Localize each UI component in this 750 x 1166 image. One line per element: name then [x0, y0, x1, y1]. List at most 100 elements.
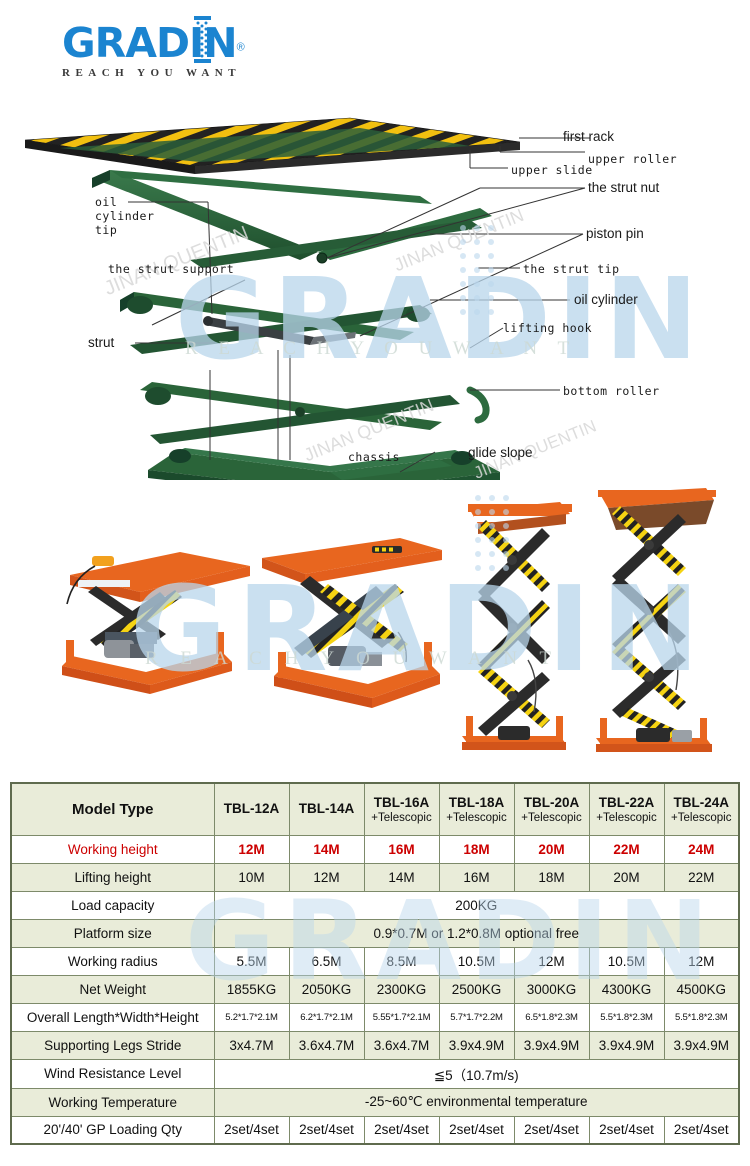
cell-lifting-height-2: 14M: [363, 862, 440, 892]
cell-net-weight-6: 4500KG: [663, 974, 740, 1004]
label-upper-slide: upper slide: [511, 163, 593, 177]
label-bottom-roller: bottom roller: [563, 384, 660, 398]
cell-working-radius-4: 12M: [513, 946, 590, 976]
cell-net-weight-4: 3000KG: [513, 974, 590, 1004]
label-the-strut-support: the strut support: [108, 262, 235, 276]
table-row: Platform size 0.9*0.7M or 1.2*0.8M optio…: [10, 918, 740, 948]
row-label-lifting-height: Lifting height: [10, 862, 215, 892]
row-label-working-temperature: Working Temperature: [10, 1087, 215, 1117]
header-model-0: TBL-12A: [213, 782, 290, 836]
cell-overall-dimensions-1: 6.2*1.7*2.1M: [288, 1002, 365, 1032]
cell-loading-qty-5: 2set/4set: [588, 1115, 665, 1145]
cell-net-weight-1: 2050KG: [288, 974, 365, 1004]
cell-working-radius-1: 6.5M: [288, 946, 365, 976]
model-suffix-4: +Telescopic: [521, 811, 582, 824]
row-label-working-height: Working height: [10, 834, 215, 864]
cell-lifting-height-5: 20M: [588, 862, 665, 892]
header-model-3: TBL-18A +Telescopic: [438, 782, 515, 836]
label-the-strut-tip: the strut tip: [523, 262, 620, 276]
model-name-0: TBL-12A: [223, 800, 280, 816]
table-row: Wind Resistance Level ≦5（10.7m/s): [10, 1058, 740, 1089]
label-piston-pin: piston pin: [586, 226, 644, 241]
cell-net-weight-0: 1855KG: [213, 974, 290, 1004]
cell-legs-stride-3: 3.9x4.9M: [438, 1030, 515, 1060]
cell-net-weight-2: 2300KG: [363, 974, 440, 1004]
header-model-6: TBL-24A +Telescopic: [663, 782, 740, 836]
photo-quad-scissor: [596, 488, 716, 752]
specification-table: Model Type TBL-12A TBL-14A TBL-16A +Tele…: [10, 782, 740, 1145]
cell-working-radius-0: 5.5M: [213, 946, 290, 976]
cell-working-height-3: 18M: [438, 834, 515, 864]
cell-legs-stride-6: 3.9x4.9M: [663, 1030, 740, 1060]
cell-working-height-0: 12M: [213, 834, 290, 864]
label-oil-cylinder-tip: oil cylinder tip: [95, 195, 154, 237]
row-label-net-weight: Net Weight: [10, 974, 215, 1004]
label-chassis: chassis: [348, 450, 400, 464]
cell-lifting-height-6: 22M: [663, 862, 740, 892]
model-suffix-2: +Telescopic: [371, 811, 432, 824]
cell-working-radius-6: 12M: [663, 946, 740, 976]
photo-triple-scissor: [462, 502, 572, 750]
cell-load-capacity-all: 200KG: [213, 890, 740, 920]
cell-working-height-1: 14M: [288, 834, 365, 864]
product-photo-row: GRADIN R E A C H Y O U W A N T: [0, 480, 750, 770]
cell-working-height-2: 16M: [363, 834, 440, 864]
cell-lifting-height-3: 16M: [438, 862, 515, 892]
cell-loading-qty-2: 2set/4set: [363, 1115, 440, 1145]
cell-loading-qty-4: 2set/4set: [513, 1115, 590, 1145]
cell-loading-qty-1: 2set/4set: [288, 1115, 365, 1145]
cell-lifting-height-0: 10M: [213, 862, 290, 892]
cell-legs-stride-0: 3x4.7M: [213, 1030, 290, 1060]
table-row: Load capacity 200KG: [10, 890, 740, 920]
logo-wordmark: GRADIN®: [62, 16, 312, 67]
model-name-5: TBL-22A: [598, 794, 655, 810]
cell-legs-stride-5: 3.9x4.9M: [588, 1030, 665, 1060]
label-oil-cylinder-tip-l2: cylinder: [95, 209, 155, 223]
cell-net-weight-5: 4300KG: [588, 974, 665, 1004]
cell-platform-size-all: 0.9*0.7M or 1.2*0.8M optional free: [213, 918, 740, 948]
row-label-working-radius: Working radius: [10, 946, 215, 976]
table-header-row: Model Type TBL-12A TBL-14A TBL-16A +Tele…: [10, 782, 740, 836]
model-name-6: TBL-24A: [673, 794, 729, 810]
model-suffix-6: +Telescopic: [671, 811, 732, 824]
row-label-overall-dimensions: Overall Length*Width*Height: [10, 1002, 215, 1032]
label-upper-roller: upper roller: [588, 152, 678, 166]
header-model-2: TBL-16A +Telescopic: [363, 782, 440, 836]
table-row: Working height 12M 14M 16M 18M 20M 22M 2…: [10, 834, 740, 864]
table-row: Working radius 5.5M 6.5M 8.5M 10.5M 12M …: [10, 946, 740, 976]
cell-overall-dimensions-4: 6.5*1.8*2.3M: [513, 1002, 590, 1032]
cell-working-radius-3: 10.5M: [438, 946, 515, 976]
cell-wind-resistance-all: ≦5（10.7m/s): [213, 1058, 740, 1089]
cell-working-radius-2: 8.5M: [363, 946, 440, 976]
label-oil-cylinder: oil cylinder: [574, 292, 638, 307]
cell-loading-qty-0: 2set/4set: [213, 1115, 290, 1145]
table-row: Overall Length*Width*Height 5.2*1.7*2.1M…: [10, 1002, 740, 1032]
platform-top: [24, 117, 521, 174]
chassis-base: [148, 448, 500, 480]
label-the-strut-nut: the strut nut: [588, 180, 660, 195]
model-name-4: TBL-20A: [523, 794, 580, 810]
row-label-loading-qty: 20'/40' GP Loading Qty: [10, 1115, 215, 1145]
label-oil-cylinder-tip-l3: tip: [95, 223, 118, 237]
cell-lifting-height-1: 12M: [288, 862, 365, 892]
cell-working-radius-5: 10.5M: [588, 946, 665, 976]
scissor-lower: [140, 382, 490, 444]
model-name-2: TBL-16A: [373, 794, 430, 810]
photo-single-scissor-wide: [262, 538, 442, 708]
cell-working-temperature-all: -25~60℃ environmental temperature: [213, 1087, 740, 1117]
cell-lifting-height-4: 18M: [513, 862, 590, 892]
table-row: 20'/40' GP Loading Qty 2set/4set 2set/4s…: [10, 1115, 740, 1145]
header-model-5: TBL-22A +Telescopic: [588, 782, 665, 836]
logo-text: GRADIN: [62, 19, 238, 67]
cell-loading-qty-6: 2set/4set: [663, 1115, 740, 1145]
label-oil-cylinder-tip-l1: oil: [95, 195, 118, 209]
cell-overall-dimensions-6: 5.5*1.8*2.3M: [663, 1002, 740, 1032]
row-label-platform-size: Platform size: [10, 918, 215, 948]
label-lifting-hook: lifting hook: [503, 321, 593, 335]
photo-single-scissor-low: [62, 552, 250, 694]
label-glide-slope: glide slope: [468, 445, 533, 460]
cell-legs-stride-2: 3.6x4.7M: [363, 1030, 440, 1060]
table-row: Working Temperature -25~60℃ environmenta…: [10, 1087, 740, 1117]
cell-overall-dimensions-0: 5.2*1.7*2.1M: [213, 1002, 290, 1032]
cell-working-height-6: 24M: [663, 834, 740, 864]
